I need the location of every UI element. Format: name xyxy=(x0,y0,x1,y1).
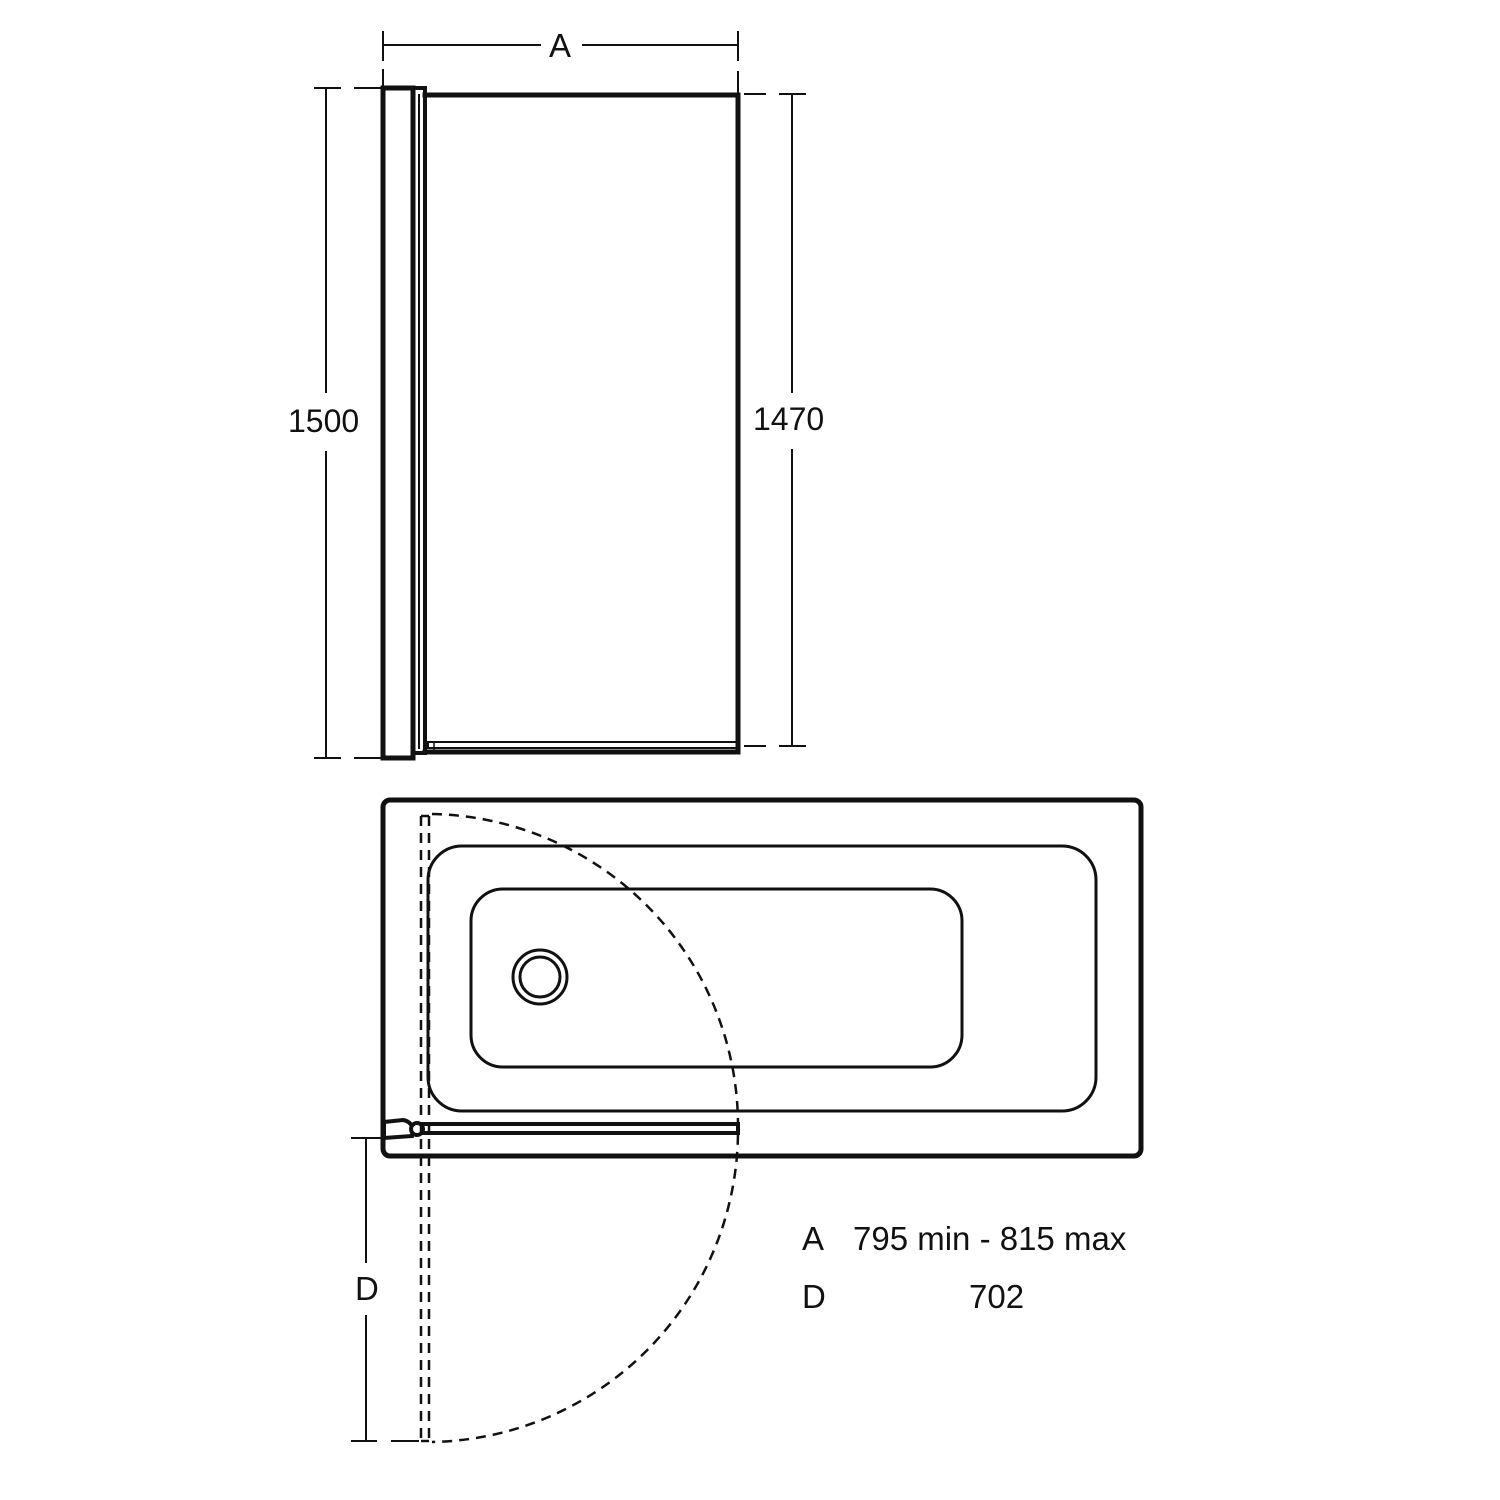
hinge-profile xyxy=(411,86,427,755)
glass-panel xyxy=(422,92,741,755)
bottom-seal xyxy=(427,741,739,749)
screen-panel-plan xyxy=(418,1122,740,1135)
spec-value: 702 xyxy=(969,1278,1025,1315)
dimension-1500-line xyxy=(314,87,384,759)
waste-outlet-inner xyxy=(518,955,562,999)
elevation-view xyxy=(314,31,806,761)
hinge-bracket xyxy=(382,1117,416,1141)
plan-view xyxy=(351,797,1144,1444)
dimension-1470-label: 1470 xyxy=(753,401,825,437)
spec-key: A xyxy=(802,1220,825,1257)
swing-path xyxy=(419,812,740,1444)
dimension-1500-label: 1500 xyxy=(288,403,360,439)
spec-key: D xyxy=(802,1278,826,1315)
bath-inner-basin xyxy=(426,844,1098,1113)
spec-value: 795 min - 815 max xyxy=(853,1220,1127,1257)
bath-floor xyxy=(469,887,964,1069)
bath-outer-rim xyxy=(380,797,1144,1159)
dimension-1470-line xyxy=(744,93,806,747)
dimension-d-line xyxy=(351,1137,419,1442)
wall-profile xyxy=(380,85,416,761)
dimension-d-label: D xyxy=(355,1270,379,1307)
dimension-a-line xyxy=(382,31,739,93)
dimension-a-label: A xyxy=(549,27,572,64)
waste-outlet-outer xyxy=(511,948,569,1006)
